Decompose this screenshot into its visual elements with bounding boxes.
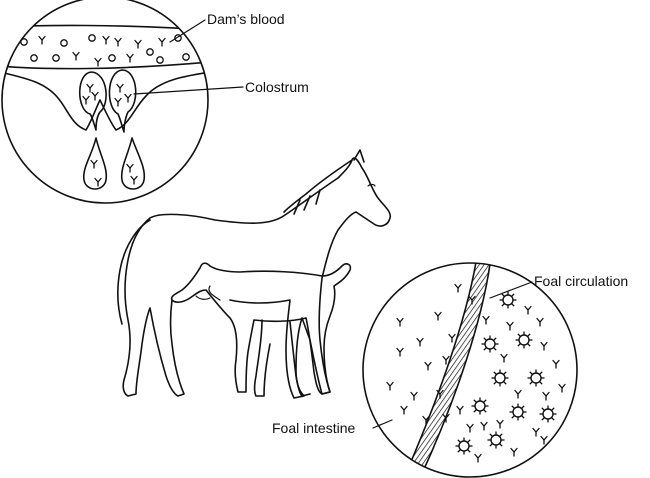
foal-nuzzle xyxy=(195,285,221,301)
foal-intestine-leader xyxy=(372,419,393,429)
colostrum-drop-right xyxy=(120,137,146,190)
blood-vessel-lower-wall xyxy=(2,61,208,70)
udder-inset xyxy=(1,0,209,204)
mare-illustration xyxy=(117,149,392,399)
colostrum-drop-left xyxy=(82,137,108,190)
alveolus-right xyxy=(108,69,137,133)
intestinal-wall xyxy=(403,263,491,477)
alveolus-left xyxy=(79,71,107,131)
intestine-inset xyxy=(362,262,578,478)
colostrum-label: Colostrum xyxy=(245,79,309,95)
mare-ear xyxy=(353,149,365,163)
foal-intestine-label: Foal intestine xyxy=(272,420,355,436)
mare-mane xyxy=(283,159,353,215)
dams-blood-leader xyxy=(169,19,206,43)
colostrum-leader xyxy=(133,86,244,95)
foal-circulation-leader xyxy=(489,281,533,299)
mare-tail xyxy=(117,219,151,325)
foal-legs-back xyxy=(253,319,311,397)
mare-outline xyxy=(122,157,392,399)
foal-outline xyxy=(170,262,352,395)
foal-circulation-label: Foal circulation xyxy=(534,273,628,289)
mammary-tissue xyxy=(2,71,208,131)
mare-eye xyxy=(367,183,376,187)
foal-illustration xyxy=(170,262,352,397)
dams-blood-label: Dam’s blood xyxy=(207,11,285,27)
